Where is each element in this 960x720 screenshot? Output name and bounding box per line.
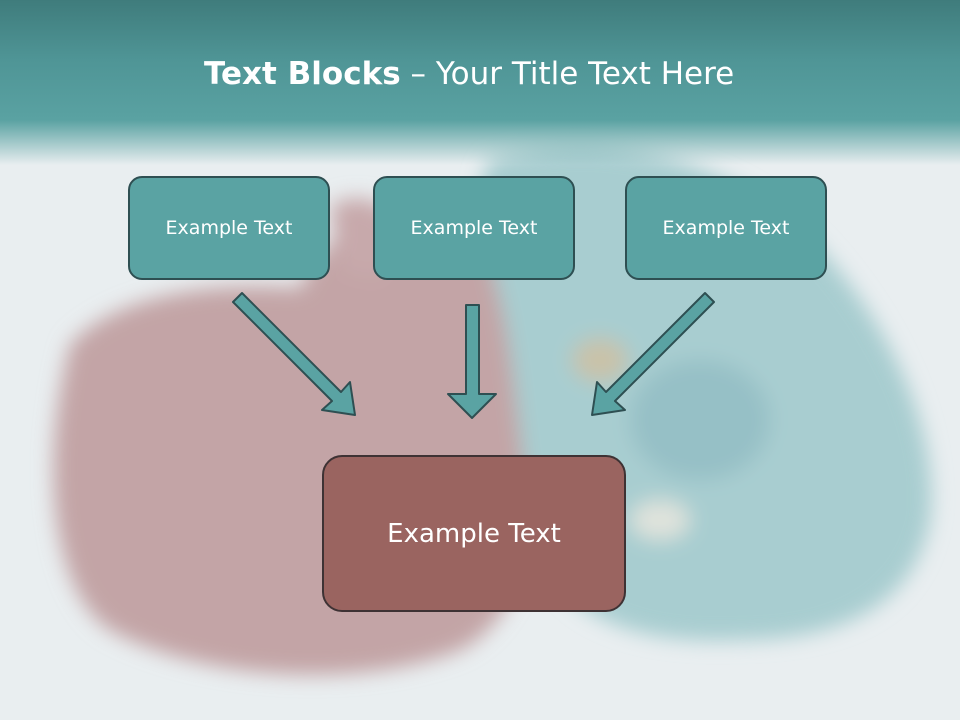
slide-title-rest: – Your Title Text Here xyxy=(400,56,735,92)
text-block-center[interactable]: Example Text xyxy=(373,176,575,280)
slide-title-bold: Text Blocks xyxy=(204,56,401,92)
arrow-left-to-center xyxy=(232,292,356,416)
text-block-left[interactable]: Example Text xyxy=(128,176,330,280)
text-block-result[interactable]: Example Text xyxy=(322,455,626,612)
text-block-right[interactable]: Example Text xyxy=(625,176,827,280)
slide-title: Text Blocks – Your Title Text Here xyxy=(204,56,734,100)
arrow-middle-down xyxy=(447,304,497,419)
title-banner xyxy=(0,0,960,165)
arrow-right-to-center xyxy=(591,292,715,416)
